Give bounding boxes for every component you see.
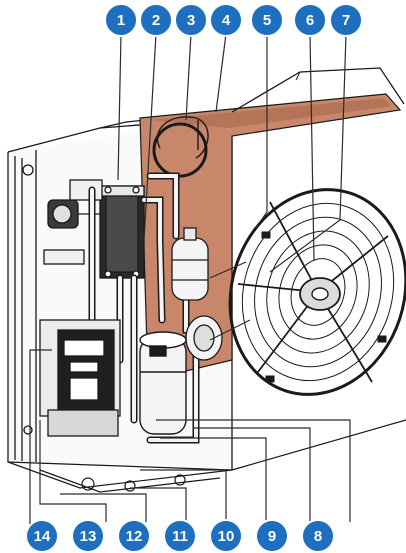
leader-lines <box>29 33 351 536</box>
callout-2: 2 <box>139 3 173 37</box>
callout-badge <box>209 3 243 37</box>
receiver-vessel <box>171 227 209 301</box>
electrical-box <box>39 319 121 437</box>
callout-badge <box>293 3 327 37</box>
callout-number: 9 <box>268 528 276 545</box>
circulation-pump <box>43 179 103 265</box>
callout-number: 14 <box>34 528 51 545</box>
callouts-bottom: 14 13 12 11 10 9 8 <box>25 519 335 553</box>
callout-badge <box>301 519 335 553</box>
callout-number: 5 <box>263 12 271 29</box>
base-pan <box>7 419 406 493</box>
callout-number: 11 <box>172 528 188 545</box>
callout-number: 10 <box>218 528 235 545</box>
callout-13: 13 <box>71 519 105 553</box>
callout-number: 13 <box>80 528 97 545</box>
bracket <box>152 116 209 178</box>
callout-badge <box>255 519 289 553</box>
callout-5: 5 <box>250 3 284 37</box>
callout-number: 2 <box>152 12 160 29</box>
callout-3: 3 <box>174 3 208 37</box>
insulation-panel <box>139 67 405 381</box>
callout-8: 8 <box>301 519 335 553</box>
callout-number: 7 <box>342 12 350 29</box>
callout-11: 11 <box>163 519 197 553</box>
callout-10: 10 <box>209 519 243 553</box>
callout-14: 14 <box>25 519 59 553</box>
callouts-top: 1 2 3 4 5 6 7 <box>104 3 363 37</box>
callout-badge <box>104 3 138 37</box>
callout-badge <box>139 3 173 37</box>
callout-badge <box>71 519 105 553</box>
pipework <box>88 172 204 444</box>
callout-badge <box>163 519 197 553</box>
callout-badge <box>209 519 243 553</box>
expansion-vessel <box>185 315 223 361</box>
callout-badge <box>250 3 284 37</box>
compressor <box>139 331 187 435</box>
callout-number: 8 <box>314 528 322 545</box>
fan-grille <box>228 188 406 396</box>
callout-badge <box>117 519 151 553</box>
plate-heat-exchanger <box>99 185 145 279</box>
callout-6: 6 <box>293 3 327 37</box>
callout-number: 1 <box>117 12 125 29</box>
callout-1: 1 <box>104 3 138 37</box>
callout-12: 12 <box>117 519 151 553</box>
callout-badge <box>329 3 363 37</box>
callout-number: 12 <box>126 528 143 545</box>
callout-badge <box>25 519 59 553</box>
callout-7: 7 <box>329 3 363 37</box>
callout-4: 4 <box>209 3 243 37</box>
callout-number: 3 <box>187 12 195 29</box>
callout-number: 6 <box>306 12 314 29</box>
callout-number: 4 <box>222 12 231 29</box>
callout-9: 9 <box>255 519 289 553</box>
callout-badge <box>174 3 208 37</box>
